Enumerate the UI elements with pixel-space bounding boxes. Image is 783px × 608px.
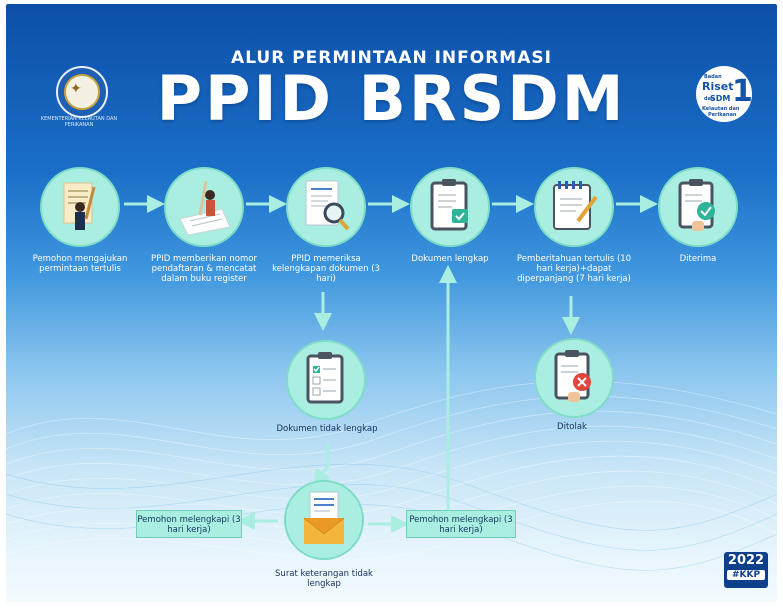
infographic-poster: ALUR PERMINTAAN INFORMASI PPID BRSDM ✦ K… xyxy=(6,4,777,602)
garuda-icon: ✦ xyxy=(70,81,82,97)
letter-envelope-icon xyxy=(303,491,345,544)
step-5-node xyxy=(534,167,614,247)
left-complete-box: Pemohon melengkapi (3 hari kerja) xyxy=(136,510,242,538)
notepad-pencil-icon xyxy=(553,181,598,230)
right-complete-box: Pemohon melengkapi (3 hari kerja) xyxy=(406,510,516,538)
clipboard-rejected-icon xyxy=(554,350,591,402)
step-1-node xyxy=(40,167,120,247)
step-2-label: PPID memberikan nomor pendaftaran & menc… xyxy=(151,254,257,284)
logo-emblem-ring xyxy=(64,74,100,110)
step-4-node xyxy=(410,167,490,247)
brsdm-logo-bottom2: Perikanan xyxy=(708,112,737,118)
step-8-node xyxy=(534,338,614,418)
clipboard-checklist-icon xyxy=(306,352,344,404)
flow-arrows xyxy=(124,195,658,533)
step-5-label: Pemberitahuan tertulis (10 hari kerja)+d… xyxy=(516,254,632,284)
step-3-label: PPID memeriksa kelengkapan dokumen (3 ha… xyxy=(272,254,380,284)
step-6-node xyxy=(658,167,738,247)
step-7-label: Dokumen tidak lengkap xyxy=(276,424,378,434)
brsdm-logo-numeral: 1 xyxy=(732,74,753,109)
step-3-node xyxy=(286,167,366,247)
form-writing-icon xyxy=(63,182,96,230)
brsdm-logo: Badan Riset dan SDM Kelautan dan Perikan… xyxy=(696,66,753,122)
brsdm-logo-sdm: SDM xyxy=(710,94,731,103)
poster-subtitle: ALUR PERMINTAAN INFORMASI xyxy=(231,48,552,68)
step-6-label: Diterima xyxy=(679,254,717,264)
badge-year: 2022 xyxy=(727,553,765,568)
step-4-label: Dokumen lengkap xyxy=(411,254,489,264)
document-magnifier-icon xyxy=(305,180,350,231)
clipboard-check-icon xyxy=(430,179,468,231)
step-8-label: Ditolak xyxy=(557,422,587,432)
step-9-label: Surat keterangan tidak lengkap xyxy=(275,569,373,589)
step-1-label: Pemohon mengajukan permintaan tertulis xyxy=(32,254,128,274)
kkp-2022-badge: 2022 #KKP xyxy=(724,552,768,588)
clipboard-approved-icon xyxy=(678,179,715,231)
step-2-node xyxy=(164,167,244,247)
brsdm-logo-top: Badan xyxy=(704,74,722,80)
register-book-icon xyxy=(179,180,231,236)
step-7-node xyxy=(286,340,366,420)
step-9-node xyxy=(284,480,364,560)
ministry-logo-caption: KEMENTERIAN KELAUTAN DAN PERIKANAN xyxy=(40,116,118,128)
arrow-s7-s9 xyxy=(312,442,331,488)
brsdm-logo-riset: Riset xyxy=(702,80,734,93)
ministry-logo: ✦ xyxy=(56,66,108,118)
brsdm-logo-bottom1: Kelautan dan xyxy=(702,106,740,112)
brsdm-logo-dan: dan xyxy=(704,96,715,102)
poster-title: PPID BRSDM xyxy=(156,62,627,135)
badge-tag: #KKP xyxy=(727,570,765,580)
